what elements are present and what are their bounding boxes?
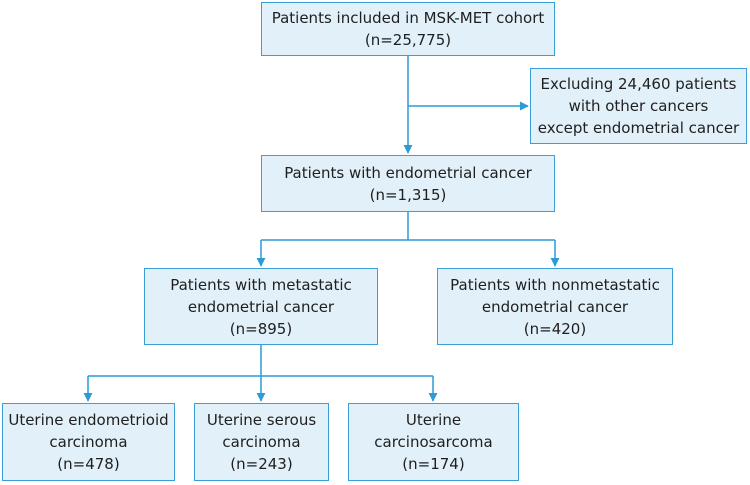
node-endometrial-line-1: Patients with endometrial cancer (284, 163, 532, 182)
node-serous-line-1: Uterine serous (206, 411, 317, 429)
node-metastatic-line-3: (n=895) (229, 319, 293, 338)
node-excluded-line-1: Excluding 24,460 patients (540, 75, 737, 93)
node-nonmetastatic-line-1: Patients with nonmetastatic (450, 275, 660, 294)
node-endometrial: Patients with endometrial cancer (n=1,31… (261, 155, 555, 212)
node-metastatic-line-2: endometrial cancer (187, 297, 335, 316)
node-endometrioid-line-1: Uterine endometrioid (8, 411, 169, 429)
node-carcinosarcoma-line-3: (n=174) (402, 455, 465, 473)
node-carcinosarcoma: Uterine carcinosarcoma (n=174) (348, 403, 519, 481)
node-endometrioid-line-2: carcinoma (49, 433, 128, 451)
node-serous-line-3: (n=243) (230, 455, 293, 473)
node-excluded-line-2: with other cancers (568, 97, 709, 115)
node-endometrioid: Uterine endometrioid carcinoma (n=478) (2, 403, 175, 481)
node-carcinosarcoma-line-1: Uterine (405, 411, 462, 429)
node-metastatic-line-1: Patients with metastatic (170, 275, 352, 294)
node-excluded: Excluding 24,460 patients with other can… (530, 68, 747, 144)
node-carcinosarcoma-line-2: carcinosarcoma (374, 433, 493, 451)
node-nonmetastatic-line-3: (n=420) (523, 319, 587, 338)
node-cohort-line-1: Patients included in MSK-MET cohort (271, 9, 545, 27)
node-nonmetastatic: Patients with nonmetastatic endometrial … (437, 268, 673, 345)
node-endometrioid-line-3: (n=478) (57, 455, 120, 473)
node-metastatic: Patients with metastatic endometrial can… (144, 268, 378, 345)
node-nonmetastatic-line-2: endometrial cancer (481, 297, 629, 316)
node-excluded-line-3: except endometrial cancer (537, 119, 740, 137)
node-serous-line-2: carcinoma (222, 433, 301, 451)
node-endometrial-line-2: (n=1,315) (369, 185, 447, 204)
node-serous: Uterine serous carcinoma (n=243) (194, 403, 329, 481)
node-cohort-line-2: (n=25,775) (364, 31, 452, 49)
node-cohort: Patients included in MSK-MET cohort (n=2… (261, 2, 555, 56)
